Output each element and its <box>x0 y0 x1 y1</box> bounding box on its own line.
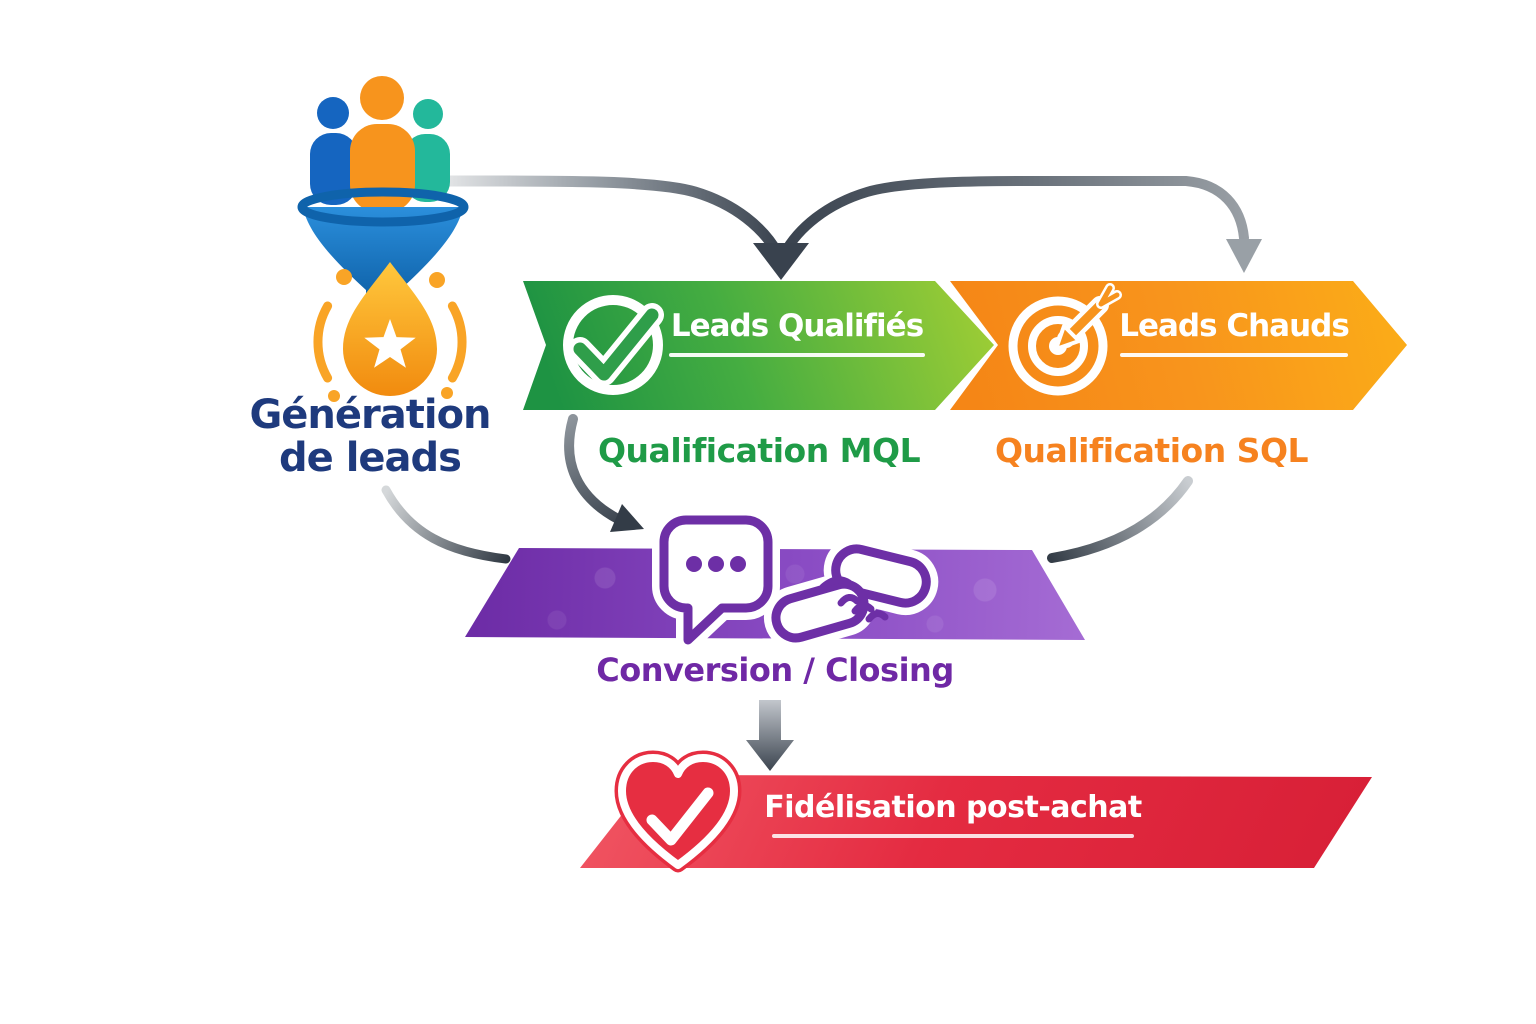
arrowhead-mql <box>753 243 809 280</box>
person-teal-icon <box>413 99 443 129</box>
conversion-caption: Conversion / Closing <box>596 651 954 689</box>
arrow-funnel-to-sql <box>779 175 1249 259</box>
fidelisation-label-group: Fidélisation post-achat <box>764 790 1142 838</box>
generation-label: Génération de leads <box>240 392 500 482</box>
leads-qualifies-label: Leads Qualifiés <box>670 308 924 344</box>
banner-leads-chauds <box>950 281 1407 410</box>
generation-label-line1: Génération <box>249 392 491 438</box>
arrowhead-conversion <box>610 504 644 532</box>
banner-underline <box>669 353 925 357</box>
target-arrow-icon <box>1008 283 1122 396</box>
handshake-icon <box>763 536 939 650</box>
heart-check-icon <box>614 750 742 873</box>
fidelisation-label: Fidélisation post-achat <box>764 790 1142 825</box>
arrow-conversion-to-fidelisation <box>746 700 794 771</box>
generation-label-line2: de leads <box>279 435 462 482</box>
qualification-sql-caption: Qualification SQL <box>995 431 1309 470</box>
arrow-mql-to-conversion <box>564 414 623 524</box>
check-circle-icon <box>563 295 664 395</box>
chat-bubble-icon <box>652 508 780 652</box>
banner-underline <box>772 834 1134 838</box>
arrow-funnel-to-mql <box>422 175 784 260</box>
leads-chauds-label-group: Leads Chauds <box>1116 308 1352 357</box>
leads-qualifies-label-group: Leads Qualifiés <box>666 308 928 357</box>
leads-chauds-label: Leads Chauds <box>1119 308 1350 344</box>
banner-underline <box>1120 353 1348 357</box>
qualification-mql-caption: Qualification MQL <box>598 431 921 470</box>
arrowhead-sql <box>1226 239 1262 273</box>
person-blue-icon <box>317 97 349 129</box>
swoosh-generation-to-conversion <box>381 485 511 564</box>
person-orange-icon <box>360 76 404 120</box>
star-drop-icon <box>313 262 467 402</box>
swoosh-sql-to-conversion <box>1047 476 1193 563</box>
star-icon <box>364 319 416 368</box>
